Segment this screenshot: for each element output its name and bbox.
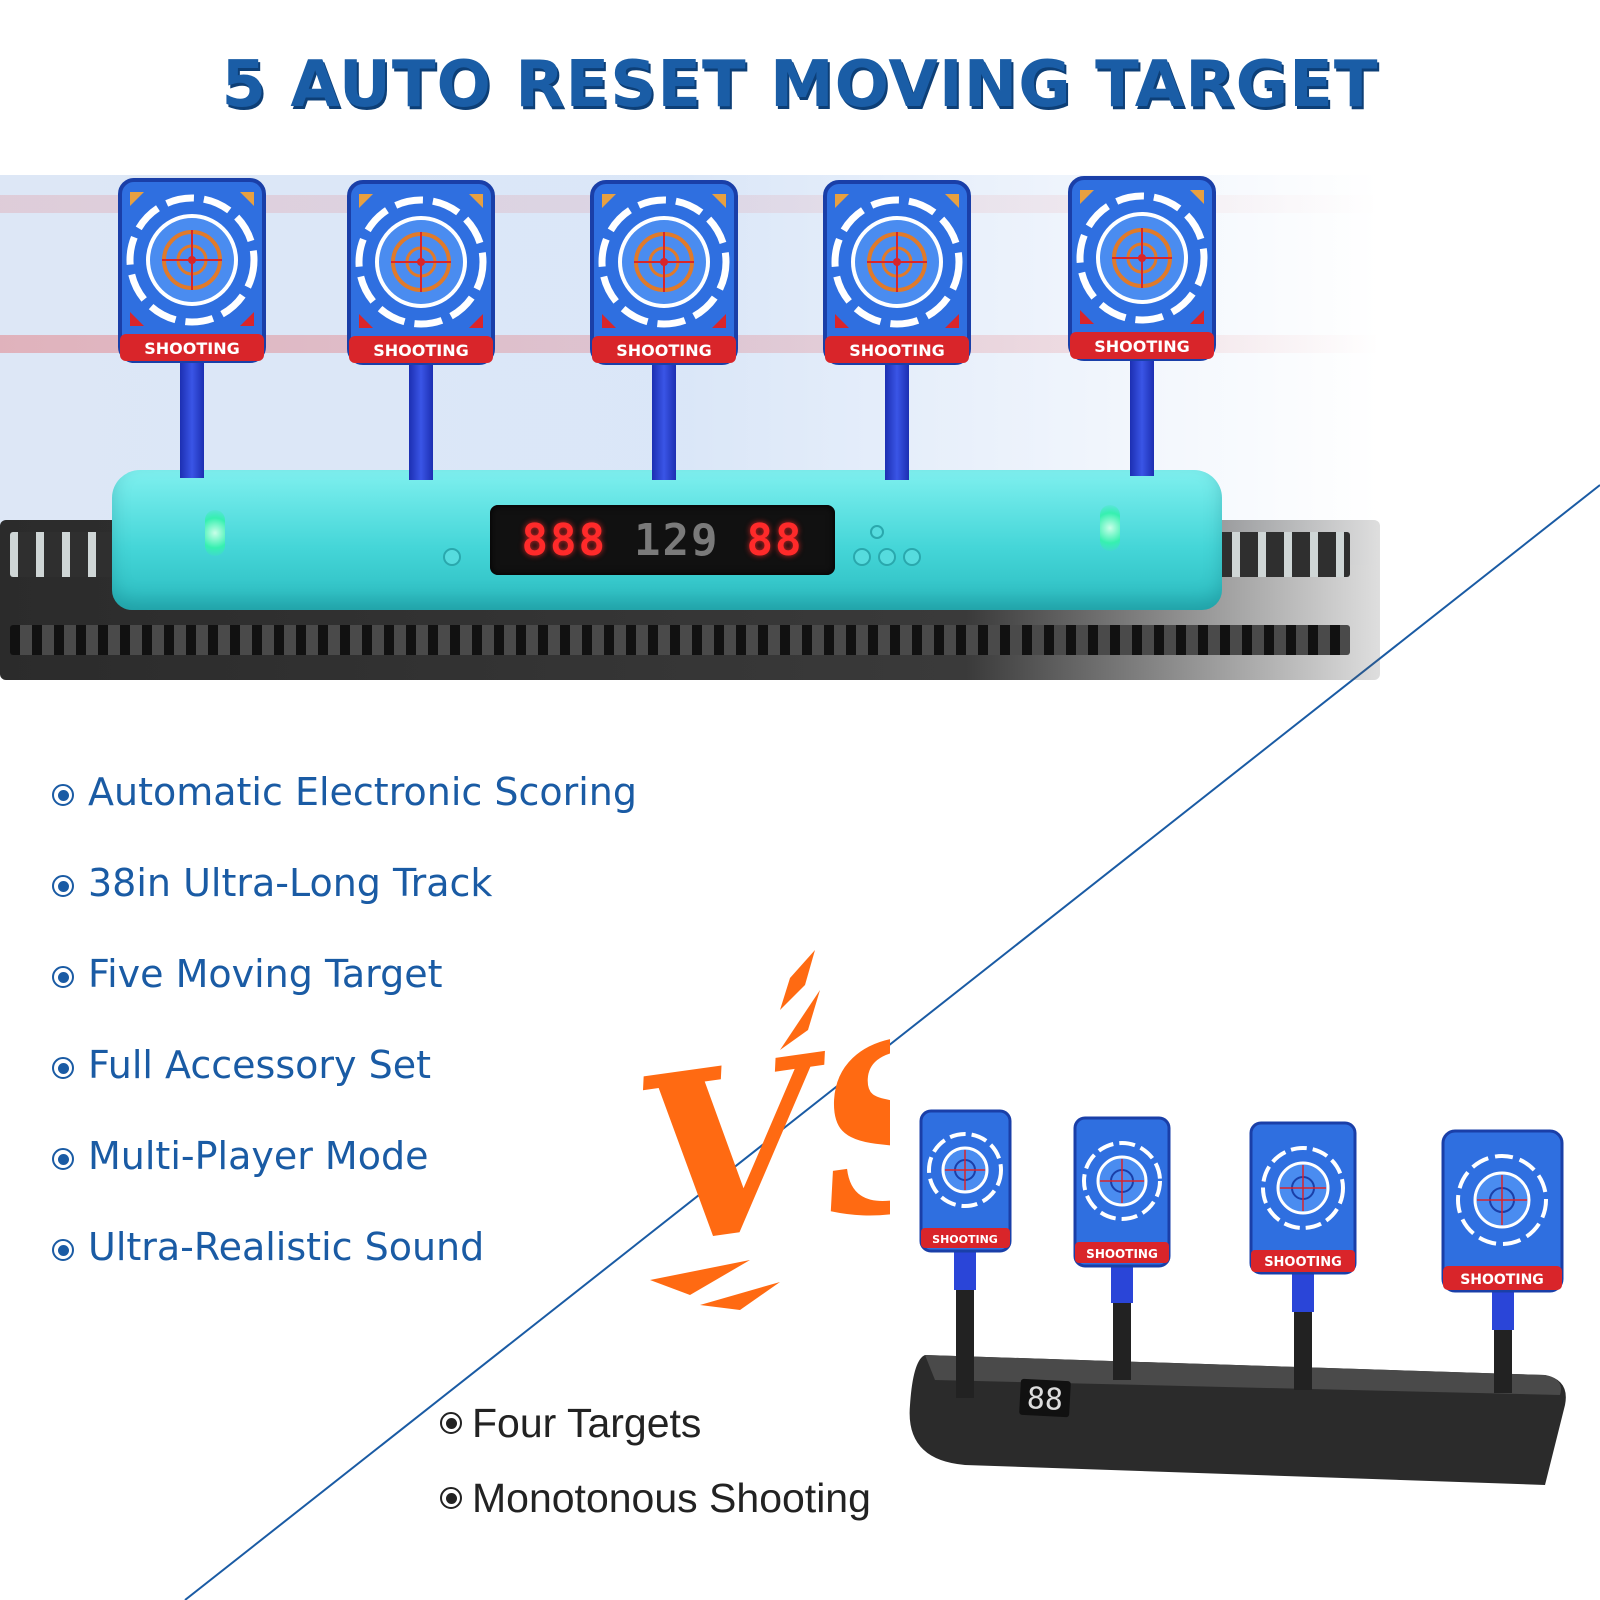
crosshair-target-icon: SHOOTING <box>1441 1129 1564 1393</box>
feature-item: 38in Ultra-Long Track <box>50 861 750 952</box>
crosshair-target-icon: SHOOTING <box>118 178 266 363</box>
target-pole <box>885 355 909 480</box>
score-display: 888 129 88 <box>490 505 835 575</box>
comparison-cons-list: Four Targets Monotonous Shooting <box>440 1400 1000 1550</box>
indicator-light-icon <box>870 525 884 539</box>
svg-text:SHOOTING: SHOOTING <box>849 341 945 360</box>
crosshair-target-icon: SHOOTING <box>919 1109 1012 1398</box>
feature-text: Ultra-Realistic Sound <box>88 1225 485 1269</box>
feature-item: Five Moving Target <box>50 952 750 1043</box>
static-target-1: SHOOTING <box>918 1108 1013 1398</box>
radio-bullet-icon <box>52 966 74 988</box>
mode-button-icon <box>903 548 921 566</box>
mode-button-icon <box>853 548 871 566</box>
radio-bullet-icon <box>440 1487 462 1509</box>
radio-bullet-icon <box>440 1412 462 1434</box>
radio-bullet-icon <box>52 875 74 897</box>
mode-button-icon <box>878 548 896 566</box>
feature-text: 38in Ultra-Long Track <box>88 861 493 905</box>
vs-mark: VS <box>630 950 890 1310</box>
feature-item: Ultra-Realistic Sound <box>50 1225 750 1316</box>
score-digits-2: 129 <box>634 514 720 566</box>
target-pole <box>409 355 433 480</box>
score-digits-3: 88 <box>746 514 804 566</box>
moving-target-4: SHOOTING <box>823 180 971 480</box>
svg-text:SHOOTING: SHOOTING <box>1094 337 1190 356</box>
radio-bullet-icon <box>52 1148 74 1170</box>
black-target-base: 88 <box>909 1355 1566 1485</box>
svg-text:SHOOTING: SHOOTING <box>1264 1255 1342 1270</box>
radio-bullet-icon <box>52 1239 74 1261</box>
green-light-icon <box>1100 505 1120 551</box>
moving-target-3: SHOOTING <box>590 180 738 480</box>
svg-text:SHOOTING: SHOOTING <box>144 339 240 358</box>
con-item: Four Targets <box>440 1400 1000 1475</box>
rail-slots-lower <box>10 625 1350 655</box>
svg-text:SHOOTING: SHOOTING <box>616 341 712 360</box>
target-pole <box>180 353 204 478</box>
green-light-icon <box>205 510 225 556</box>
feature-text: Multi-Player Mode <box>88 1134 429 1178</box>
feature-text: Automatic Electronic Scoring <box>88 770 637 814</box>
static-target-3: SHOOTING <box>1248 1120 1358 1390</box>
moving-target-5: SHOOTING <box>1068 176 1216 476</box>
target-pole <box>652 355 676 480</box>
feature-list: Automatic Electronic Scoring 38in Ultra-… <box>50 770 750 1316</box>
radio-bullet-icon <box>52 1057 74 1079</box>
crosshair-target-icon: SHOOTING <box>1073 1116 1171 1380</box>
crosshair-target-icon: SHOOTING <box>1068 176 1216 361</box>
svg-text:SHOOTING: SHOOTING <box>932 1233 998 1246</box>
power-button-icon <box>443 548 461 566</box>
svg-text:SHOOTING: SHOOTING <box>1086 1247 1158 1261</box>
crosshair-target-icon: SHOOTING <box>590 180 738 365</box>
feature-item: Full Accessory Set <box>50 1043 750 1134</box>
headline: 5 AUTO RESET MOVING TARGET <box>221 48 1379 122</box>
crosshair-target-icon: SHOOTING <box>347 180 495 365</box>
svg-text:SHOOTING: SHOOTING <box>1460 1272 1544 1288</box>
bottom-display-digits: 88 <box>1026 1381 1064 1418</box>
feature-item: Automatic Electronic Scoring <box>50 770 750 861</box>
moving-target-1: SHOOTING <box>118 178 266 478</box>
con-text: Monotonous Shooting <box>472 1475 871 1521</box>
score-digits-1: 888 <box>521 514 607 566</box>
static-target-2: SHOOTING <box>1072 1115 1172 1380</box>
con-text: Four Targets <box>472 1400 702 1446</box>
moving-target-2: SHOOTING <box>347 180 495 480</box>
feature-item: Multi-Player Mode <box>50 1134 750 1225</box>
feature-text: Five Moving Target <box>88 952 443 996</box>
static-target-4: SHOOTING <box>1440 1128 1565 1393</box>
crosshair-target-icon: SHOOTING <box>823 180 971 365</box>
radio-bullet-icon <box>52 784 74 806</box>
svg-text:SHOOTING: SHOOTING <box>373 341 469 360</box>
svg-text:VS: VS <box>630 984 890 1299</box>
crosshair-target-icon: SHOOTING <box>1249 1121 1357 1390</box>
target-pole <box>1130 351 1154 476</box>
feature-text: Full Accessory Set <box>88 1043 431 1087</box>
con-item: Monotonous Shooting <box>440 1475 1000 1550</box>
